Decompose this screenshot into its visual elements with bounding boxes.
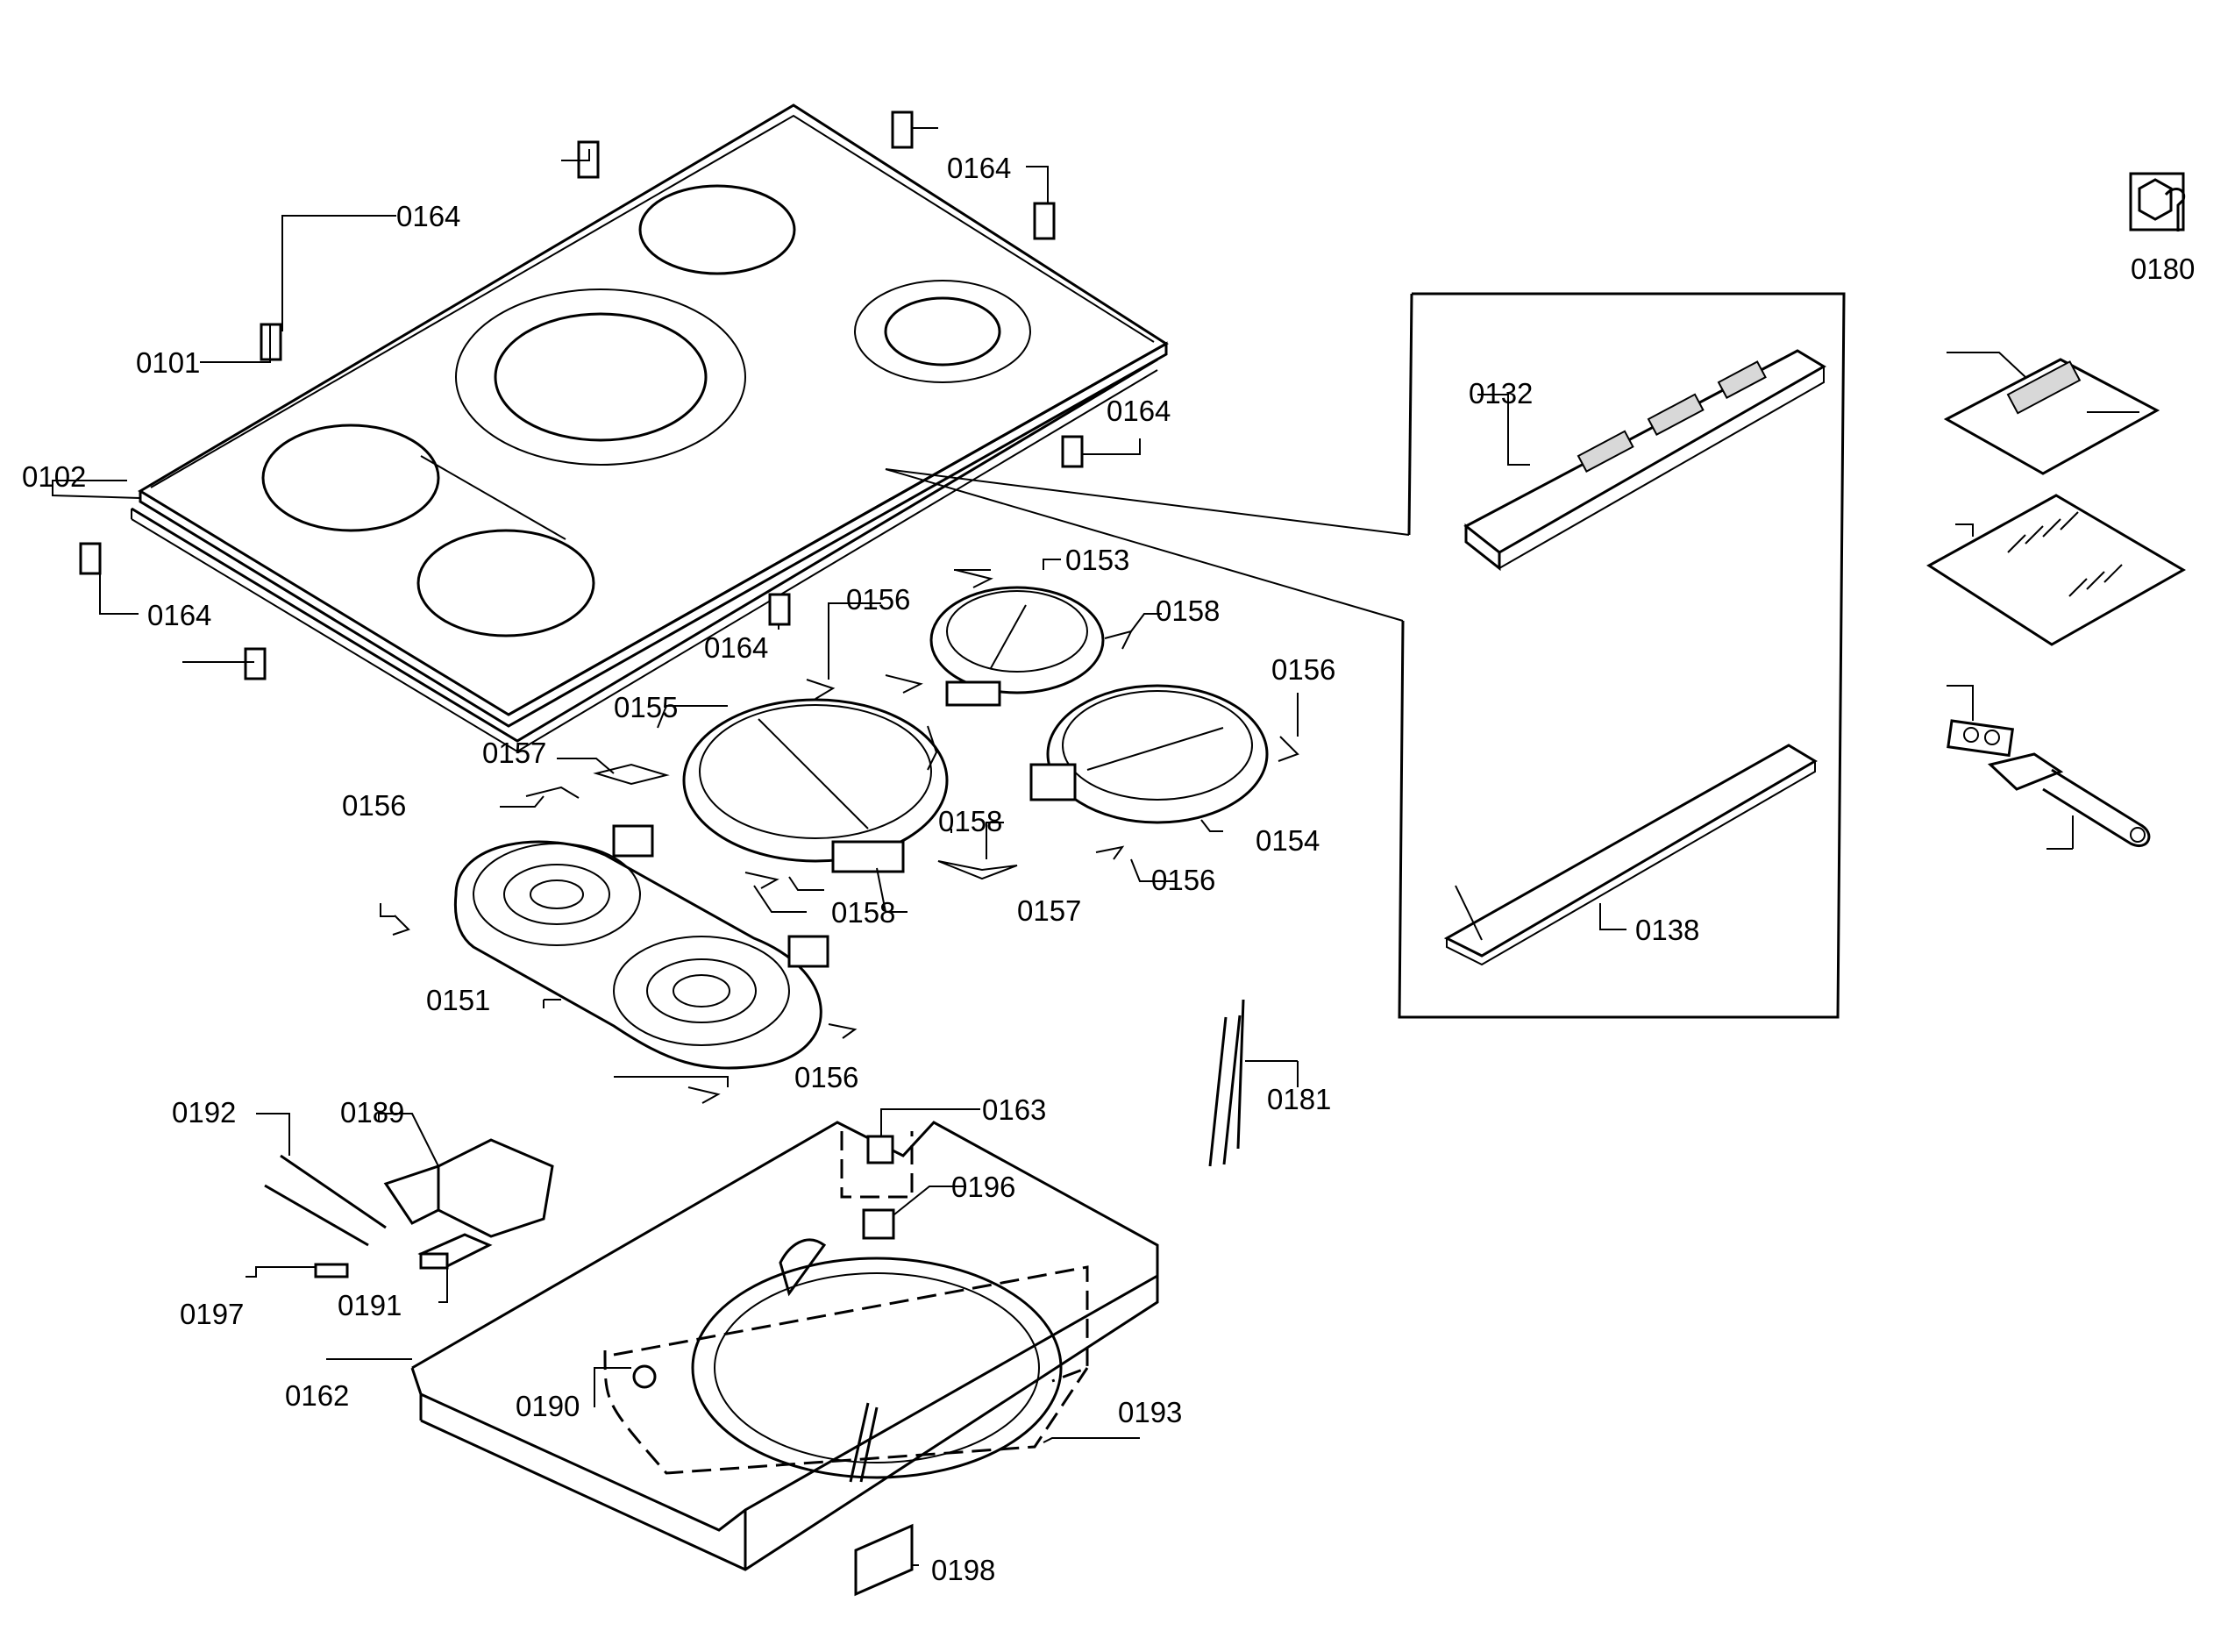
callout-leader-box: [885, 468, 1410, 622]
screw-bag-0195: [1926, 494, 2187, 646]
callout-0156: 0156: [1271, 653, 1335, 686]
callout-0164: 0164: [147, 599, 211, 631]
glass-cooktop-0101: [138, 103, 1169, 728]
callout-0156: 0156: [794, 1061, 858, 1093]
callout-0101: 0101: [136, 346, 200, 379]
scraper-0180: [1987, 752, 2151, 847]
callout-0193: 0181: [1267, 1083, 1331, 1115]
callout-0198: 0180: [2131, 253, 2195, 285]
wire-0192: [264, 1154, 387, 1247]
heating-element-0155: [682, 698, 949, 873]
callout-0189: 0189: [340, 1096, 404, 1129]
callout-0158: 0158: [1156, 595, 1220, 627]
callout-0154: 0154: [1256, 824, 1320, 857]
callout-0164: 0164: [704, 631, 768, 664]
callout-0161: 0163: [982, 1093, 1046, 1126]
dual-heating-element-0151: [453, 824, 829, 1070]
callout-0196: 0193: [1118, 1396, 1182, 1428]
callout-0157: 0157: [482, 737, 546, 769]
sensor-0161: [866, 1135, 894, 1164]
callout-0197: 0197: [180, 1298, 244, 1330]
callout-0156: 0156: [342, 789, 406, 822]
callout-0191: 0191: [338, 1289, 402, 1321]
callout-0160: 0162: [285, 1379, 349, 1412]
wrench-nut-icon: [2129, 172, 2186, 231]
callout-0132: 0132: [1469, 377, 1533, 409]
callout-0190: 0198: [931, 1554, 995, 1586]
clip-0164: [79, 110, 1084, 680]
callout-0138: 0138: [1635, 914, 1699, 946]
callout-0163: 0190: [516, 1390, 580, 1422]
callout-0156: 0156: [846, 583, 910, 616]
callout-0158: 0158: [831, 896, 895, 929]
callout-0164: 0164: [947, 152, 1011, 184]
control-box-frame: [1398, 292, 1846, 1019]
fan-ring-0196: [691, 1238, 1063, 1483]
callout-0156: 0156: [1151, 864, 1215, 896]
callout-0162: 0196: [951, 1171, 1015, 1203]
bracket-0138: [1443, 744, 1818, 966]
wire-harness-0193: [1208, 999, 1245, 1167]
heating-element-0153: [929, 586, 1105, 707]
screw-bag-0182: [1943, 358, 2160, 475]
callout-0151: 0151: [426, 984, 490, 1016]
callout-0155: 0155: [614, 691, 678, 723]
callout-0102: 0102: [22, 460, 86, 493]
callout-0164: 0164: [396, 200, 460, 232]
thermostat-0163: [632, 1364, 657, 1389]
terminal-block-0191: [417, 1233, 493, 1270]
switch-0162: [862, 1208, 895, 1240]
connector-0197: [314, 1263, 349, 1278]
leader-lines: [52, 127, 2074, 1566]
label-0190: [854, 1523, 914, 1597]
scraper-0181: [1947, 719, 2015, 758]
control-module-0132: [1463, 349, 1826, 572]
callout-0153: 0153: [1065, 544, 1129, 576]
callout-0192: 0192: [172, 1096, 236, 1129]
callout-0157: 0157: [1017, 894, 1081, 927]
callout-labels: 0164 0164 0101 0102 0164 0164 0164 0132 …: [22, 152, 2195, 1586]
callout-0164: 0164: [1107, 395, 1171, 427]
heating-element-0154: [1029, 684, 1269, 824]
bracket-0189: [383, 1138, 554, 1238]
callout-0158: 0158: [938, 805, 1002, 837]
